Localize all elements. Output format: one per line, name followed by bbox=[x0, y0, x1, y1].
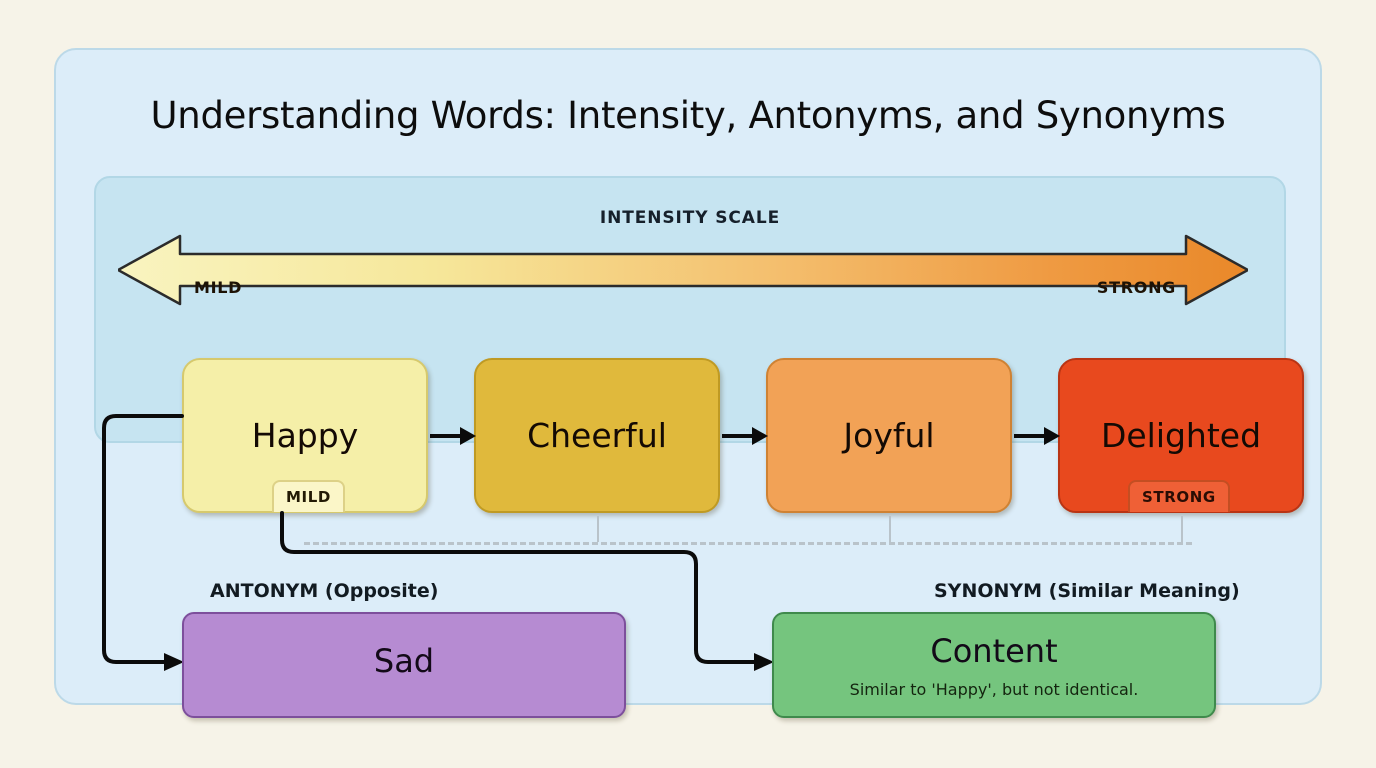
intensity-scale-caption: INTENSITY SCALE bbox=[599, 208, 781, 228]
word-chip-label: Cheerful bbox=[527, 416, 667, 455]
synonym-word: Content bbox=[930, 632, 1058, 670]
word-chip-delighted[interactable]: Delighted STRONG bbox=[1058, 358, 1304, 513]
progression-arrow-icon bbox=[430, 424, 476, 448]
baseline-stub bbox=[889, 516, 891, 542]
synonym-box-content[interactable]: Content Similar to 'Happy', but not iden… bbox=[772, 612, 1216, 718]
word-chip-happy[interactable]: Happy MILD bbox=[182, 358, 428, 513]
intensity-baseline bbox=[304, 542, 1192, 545]
progression-arrow-icon bbox=[722, 424, 768, 448]
baseline-stub bbox=[597, 516, 599, 542]
baseline-stub bbox=[1181, 516, 1183, 542]
intensity-tag-mild: MILD bbox=[272, 480, 345, 512]
scale-mild-label: MILD bbox=[194, 278, 243, 297]
intensity-double-arrow: MILD STRONG bbox=[118, 234, 1248, 306]
progression-arrow-icon bbox=[1014, 424, 1060, 448]
antonym-word: Sad bbox=[373, 642, 435, 680]
word-chip-label: Joyful bbox=[843, 416, 935, 455]
antonym-box-sad[interactable]: Sad bbox=[182, 612, 626, 718]
word-chip-label: Happy bbox=[251, 416, 359, 455]
word-chip-label: Delighted bbox=[1100, 416, 1262, 455]
scale-strong-label: STRONG bbox=[1096, 278, 1176, 297]
antonym-section-label: ANTONYM (Opposite) bbox=[210, 580, 439, 602]
intensity-tag-strong: STRONG bbox=[1128, 480, 1230, 512]
synonym-section-label: SYNONYM (Similar Meaning) bbox=[934, 580, 1240, 602]
synonym-note: Similar to 'Happy', but not identical. bbox=[849, 680, 1139, 699]
word-chip-cheerful[interactable]: Cheerful bbox=[474, 358, 720, 513]
page-title: Understanding Words: Intensity, Antonyms… bbox=[150, 94, 1226, 137]
diagram-card: Understanding Words: Intensity, Antonyms… bbox=[54, 48, 1322, 718]
word-chip-joyful[interactable]: Joyful bbox=[766, 358, 1012, 513]
